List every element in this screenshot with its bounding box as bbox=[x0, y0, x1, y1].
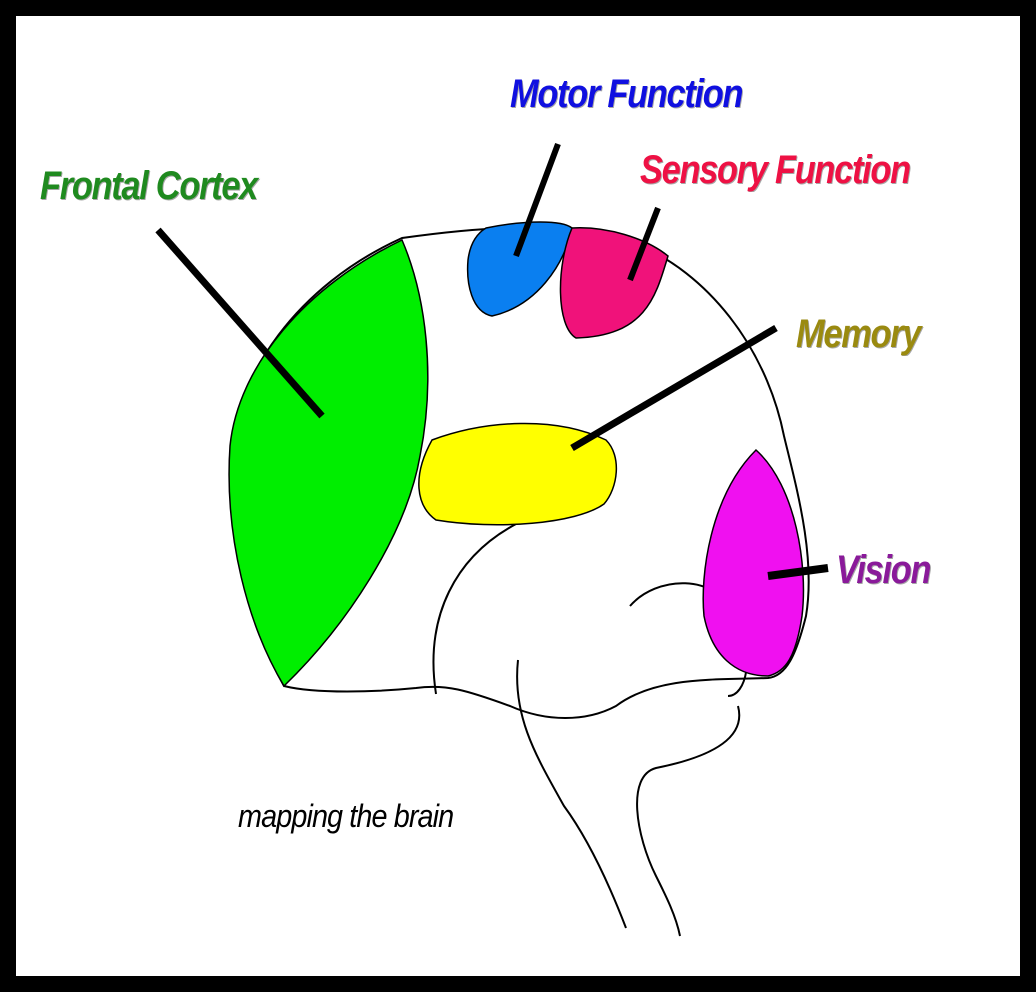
brainstem-right bbox=[637, 706, 739, 936]
memory-label: Memory bbox=[796, 312, 920, 357]
brainstem-left bbox=[517, 660, 626, 928]
sensory-function-region bbox=[560, 228, 668, 338]
diagram-caption: mapping the brain bbox=[238, 798, 453, 835]
frontal-cortex-region bbox=[229, 240, 428, 686]
sensory-function-label: Sensory Function bbox=[640, 148, 910, 193]
motor-function-region bbox=[468, 222, 572, 316]
vision-label: Vision bbox=[836, 548, 930, 593]
vision-region bbox=[703, 450, 803, 676]
motor-function-label: Motor Function bbox=[510, 72, 742, 117]
frontal-cortex-label: Frontal Cortex bbox=[40, 164, 257, 209]
temporal-curve bbox=[434, 524, 516, 694]
diagram-canvas: Motor Function Frontal Cortex Sensory Fu… bbox=[16, 16, 1020, 976]
memory-pointer bbox=[572, 328, 776, 448]
